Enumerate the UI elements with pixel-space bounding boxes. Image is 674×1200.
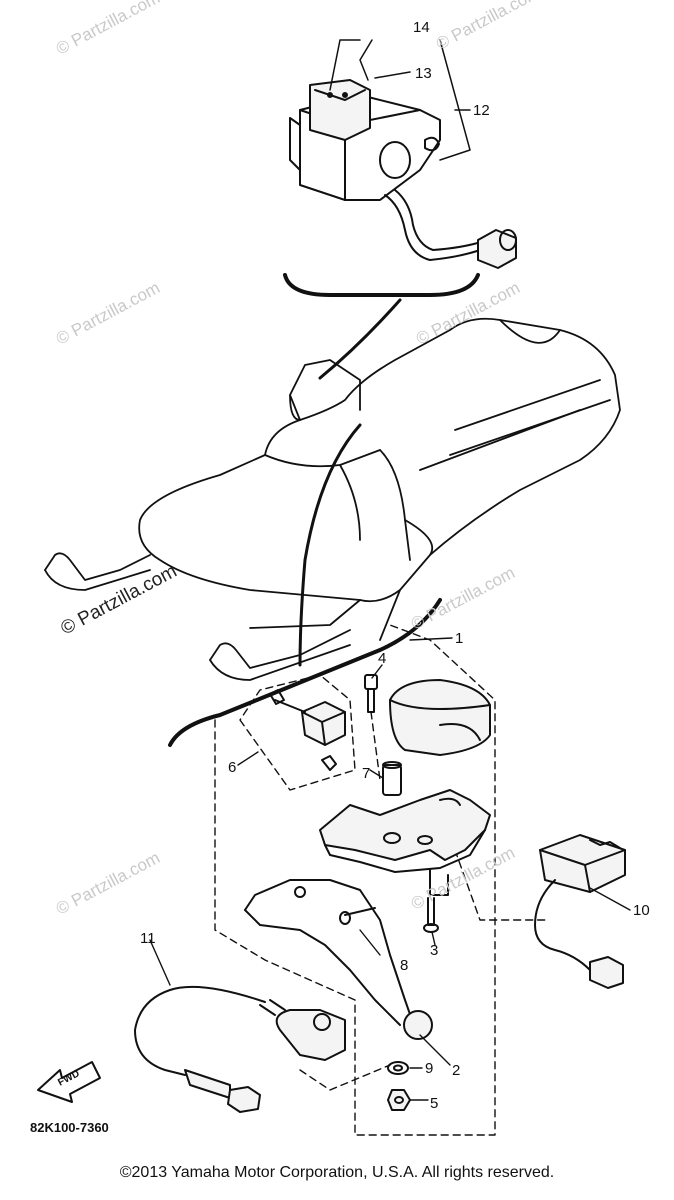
watermark-6: © Partzilla.com	[408, 563, 518, 634]
callout-3: 3	[430, 942, 438, 959]
callout-14: 14	[413, 19, 430, 36]
watermark-7: © Partzilla.com	[53, 848, 163, 919]
part-1-cover	[389, 679, 491, 756]
callout-12: 12	[473, 102, 490, 119]
assembly-outline-10	[454, 849, 546, 921]
assembly-outline-1	[214, 624, 496, 1136]
part-4-bolt	[364, 674, 378, 713]
callout-10: 10	[633, 902, 650, 919]
callout-9: 9	[425, 1060, 433, 1077]
callout-5: 5	[430, 1095, 438, 1112]
watermark-5: © Partzilla.com	[57, 561, 180, 640]
part-11-sensor	[134, 985, 346, 1113]
bracket-top	[283, 273, 480, 297]
watermark-8: © Partzilla.com	[408, 843, 518, 914]
callout-2: 2	[452, 1062, 460, 1079]
callout-1: 1	[455, 630, 463, 647]
switch-button	[309, 79, 371, 141]
assembly-outline-9	[299, 1064, 391, 1091]
callout-leaders-top	[329, 39, 471, 161]
assembly-outline-6	[239, 674, 356, 791]
callout-11: 11	[140, 930, 156, 947]
copyright-notice: ©2013 Yamaha Motor Corporation, U.S.A. A…	[119, 1164, 555, 1181]
part-code: 82K100-7360	[30, 1120, 109, 1135]
fwd-arrow-icon	[37, 1061, 101, 1103]
callout-labels: 14 13 12 1 4 6 7 10 8 3 11 2 9 5 FWD 82K…	[30, 19, 650, 1135]
part-10-module	[534, 834, 626, 989]
watermark-3: © Partzilla.com	[53, 278, 163, 349]
callout-7: 7	[362, 765, 370, 782]
part-8-screw	[339, 907, 376, 925]
part-5-nut	[387, 1089, 411, 1111]
watermarks: © Partzilla.com © Partzilla.com © Partzi…	[53, 0, 543, 919]
watermark-1: © Partzilla.com	[53, 0, 163, 59]
part-3-screw	[423, 897, 439, 933]
switch-wire-connector	[384, 189, 517, 269]
part-6-switch	[269, 689, 346, 771]
callout-6: 6	[228, 759, 236, 776]
part-9-washer	[387, 1061, 409, 1075]
callout-8: 8	[400, 957, 408, 974]
callout-leaders-lower	[149, 637, 631, 1101]
part-7-collar	[382, 761, 402, 796]
callout-4: 4	[378, 650, 386, 667]
watermark-2: © Partzilla.com	[433, 0, 543, 54]
callout-13: 13	[415, 65, 432, 82]
ski-left	[44, 552, 151, 591]
snowmobile-body	[138, 317, 621, 641]
bracket-middle	[168, 598, 442, 747]
lever-bracket	[319, 789, 491, 896]
ski-right	[209, 629, 351, 681]
part-2-lever	[244, 879, 433, 1040]
